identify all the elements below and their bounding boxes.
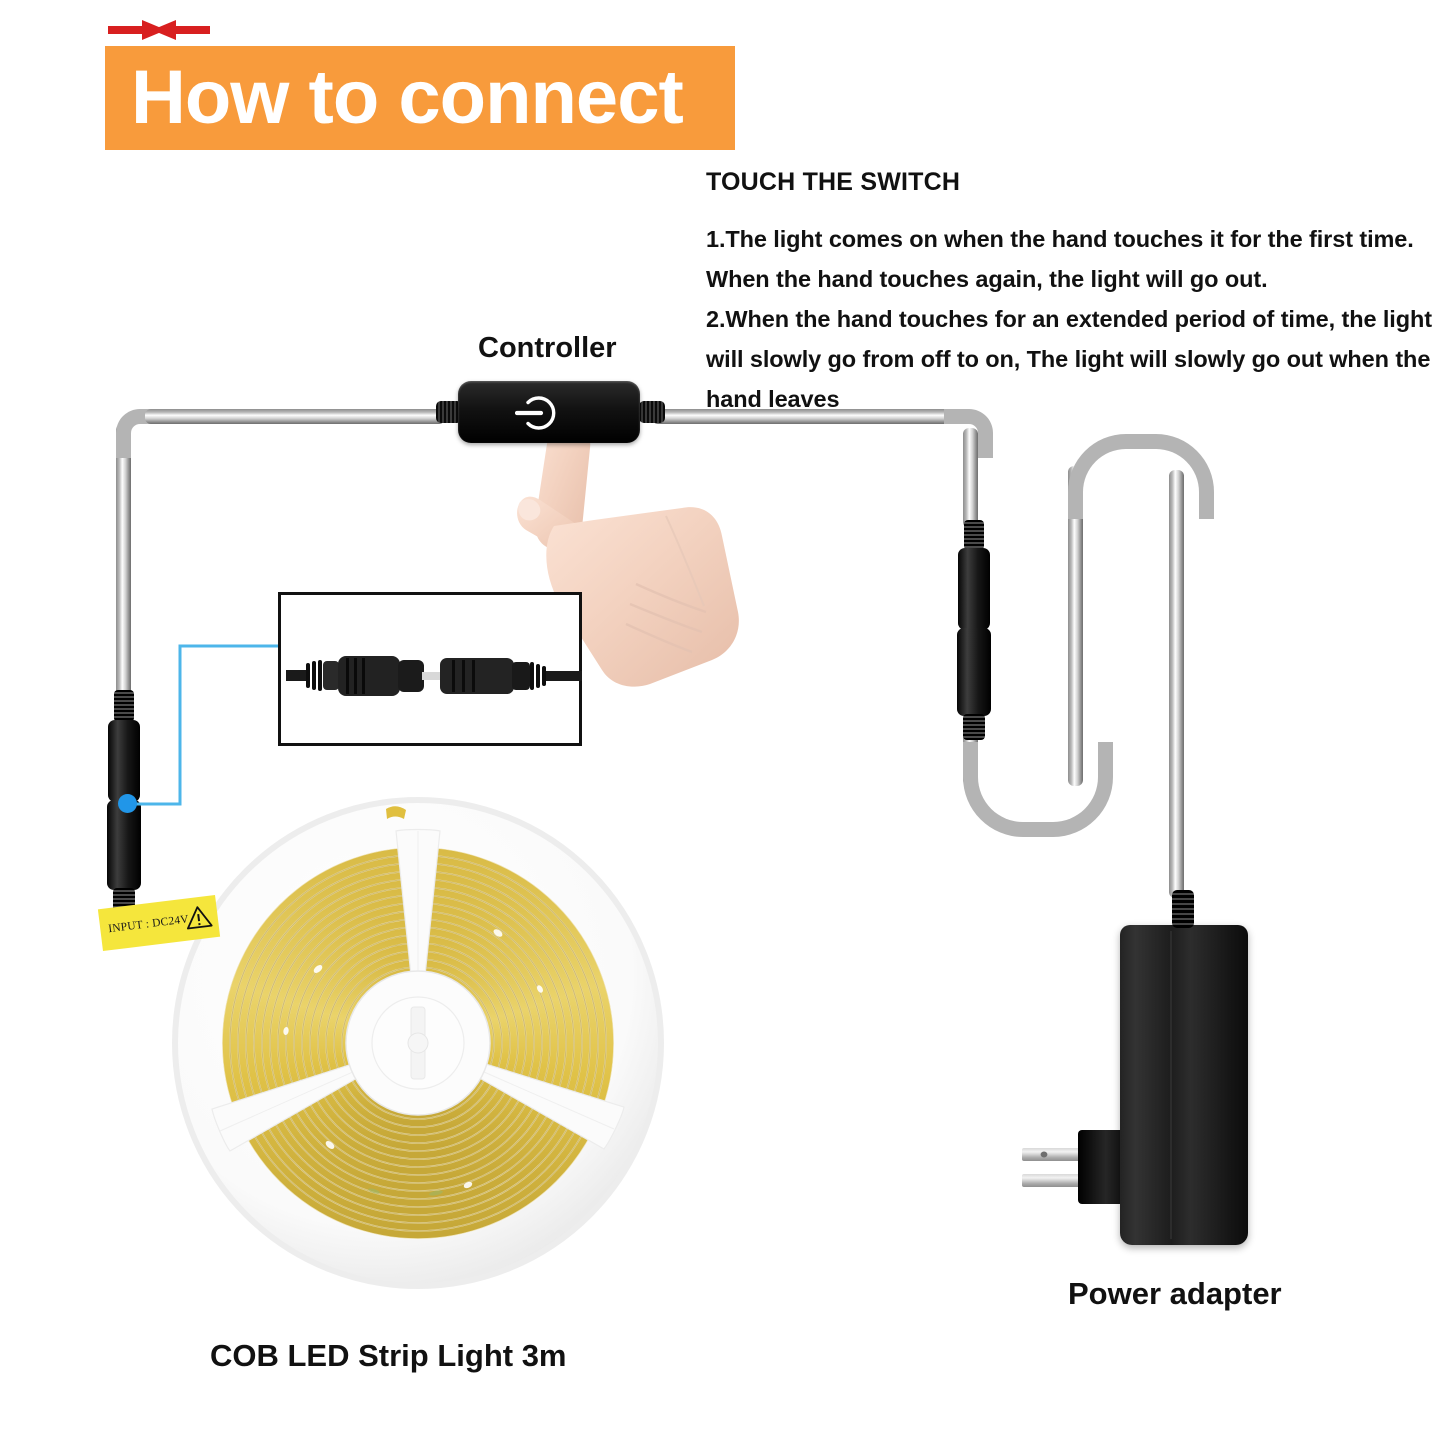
arrow-left-icon — [152, 20, 210, 40]
connector-ribs-top — [964, 520, 984, 550]
power-touch-icon[interactable] — [515, 391, 559, 435]
instruction-line: 1.The light comes on when the hand touch… — [706, 226, 1414, 252]
cable-corner-top-right — [944, 409, 993, 458]
adapter-seam — [1170, 931, 1172, 1239]
instructions-heading: TOUCH THE SWITCH — [706, 168, 961, 196]
cable-segment-to-adapter — [1169, 470, 1184, 898]
cable-segment-loop-rising — [1068, 466, 1083, 786]
connector-barrel-lower — [107, 800, 141, 890]
inset-plug-male — [286, 656, 436, 696]
adapter-prong-lower — [1022, 1174, 1084, 1187]
led-strip-reel — [172, 797, 664, 1289]
connector-barrel-upper — [958, 548, 990, 630]
cable-segment-right-vertical-upper — [963, 428, 978, 528]
controller-label: Controller — [478, 332, 617, 364]
instruction-line: When the hand touches again, the light w… — [706, 266, 1268, 292]
cable-segment-top-right-horizontal — [652, 409, 962, 424]
adapter-prong-upper — [1022, 1148, 1084, 1161]
warning-triangle-icon — [186, 906, 213, 930]
cable-segment-top-left-horizontal — [145, 409, 445, 424]
instruction-line: 2.When the hand touches for an extended … — [706, 306, 1432, 332]
power-adapter-body — [1120, 925, 1248, 1245]
input-voltage-text: INPUT : DC24V — [107, 913, 190, 936]
callout-leader-line — [126, 644, 298, 806]
controller-strain-relief-right — [639, 401, 665, 423]
adapter-prong-hole-icon — [1040, 1151, 1048, 1158]
instruction-line: will slowly go from off to on, The light… — [706, 346, 1431, 372]
adapter-strain-relief — [1172, 890, 1194, 928]
inset-plug-female — [432, 658, 582, 694]
strip-caption: COB LED Strip Light 3m — [210, 1338, 567, 1373]
cable-loop-top-cap — [1068, 434, 1214, 519]
adapter-caption: Power adapter — [1068, 1276, 1282, 1311]
strip-end-tab — [386, 806, 406, 819]
adapter-prong-base — [1078, 1130, 1124, 1204]
connector-barrel-upper — [108, 720, 140, 802]
connector-barrel-lower — [957, 628, 991, 716]
callout-anchor-dot — [118, 794, 137, 813]
connector-ribs-bottom — [963, 714, 985, 740]
arrow-right-icon — [108, 20, 166, 40]
input-voltage-label: INPUT : DC24V — [97, 894, 221, 952]
header-banner: How to connect — [105, 46, 735, 150]
instruction-line: hand leaves — [706, 386, 840, 412]
cable-segment-left-vertical — [116, 424, 131, 710]
page-title: How to connect — [131, 55, 684, 140]
connector-ribs-top — [114, 690, 134, 722]
instructions-block: TOUCH THE SWITCH 1.The light comes on wh… — [706, 168, 1432, 419]
controller-strain-relief-left — [436, 401, 462, 423]
controller-touch-switch[interactable] — [458, 381, 640, 443]
cable-u-bend — [963, 742, 1113, 837]
